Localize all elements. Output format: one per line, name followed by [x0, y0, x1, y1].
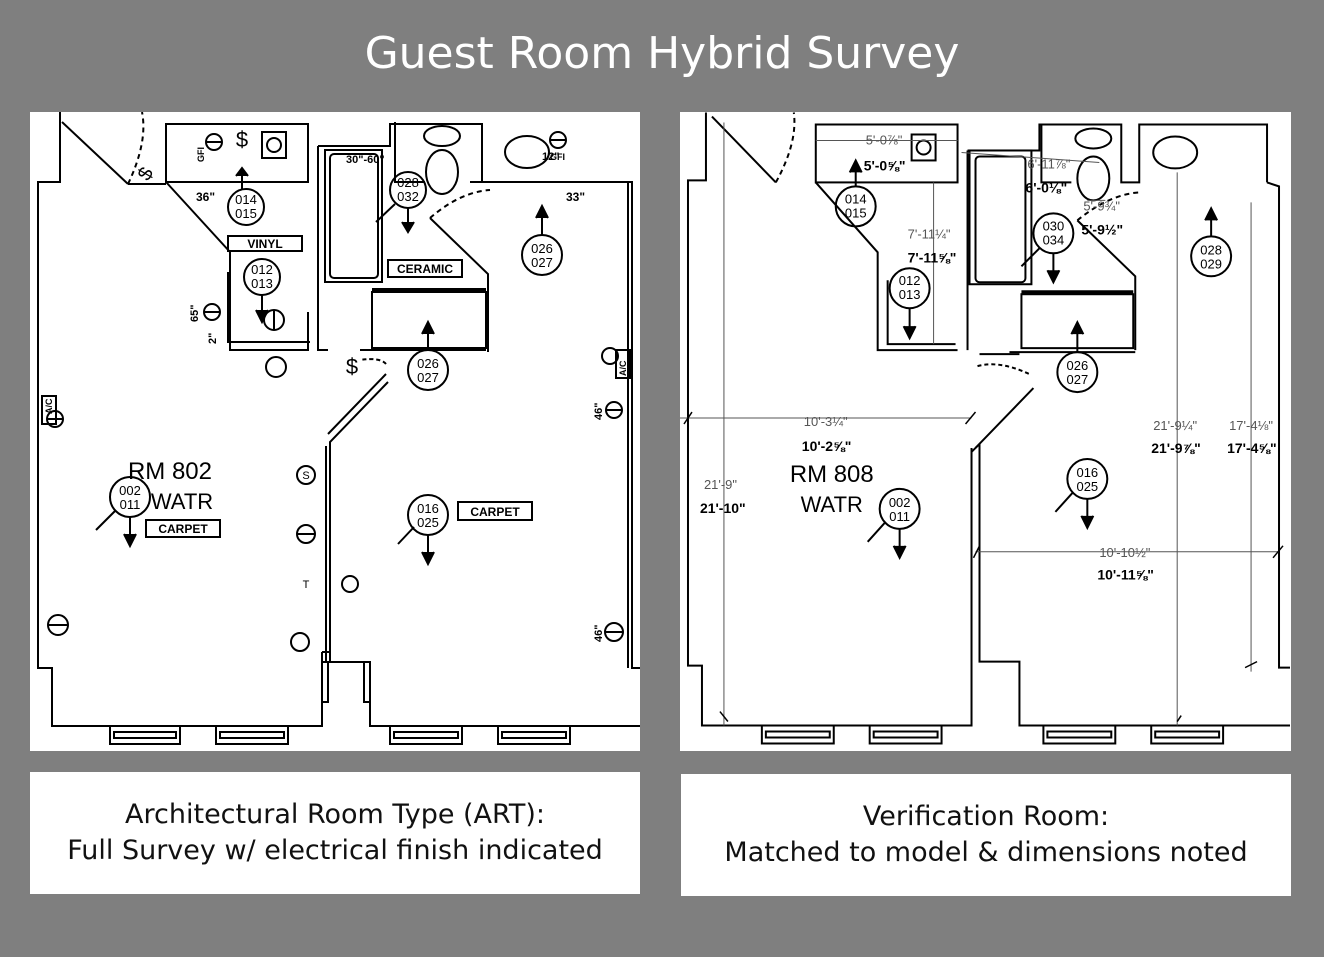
verification-floor-plan: RM 808 WATR 014 015 030 034 012 013 028 …: [680, 112, 1291, 751]
photo-tag-bottom: 011: [889, 509, 910, 524]
art-floor-plan: RM 802 WATR VINYL CERAMIC CARPET CARPET …: [30, 112, 640, 751]
dimension-model-label: 10'-10½": [1099, 545, 1150, 560]
vinyl-finish-label: VINYL: [247, 237, 282, 251]
art-caption-line-2: Full Survey w/ electrical finish indicat…: [67, 835, 603, 866]
dimension-label: 65": [189, 305, 201, 322]
photo-tag-top: 012: [251, 262, 273, 277]
page-title: Guest Room Hybrid Survey: [364, 28, 960, 79]
photo-tag-bottom: 027: [531, 255, 553, 270]
verification-caption-line-1: Verification Room:: [862, 801, 1110, 832]
dimension-model-label: 21'-9": [704, 477, 737, 492]
photo-tag-top: 014: [845, 191, 867, 206]
dimension-label: 2": [207, 333, 219, 344]
photo-tag-bottom: 013: [251, 276, 273, 291]
dimension-label: 46": [593, 625, 605, 642]
dimension-field-label: 5'-0⅝": [864, 157, 906, 173]
photo-tag-top: 026: [1067, 358, 1089, 373]
switch-symbol: S: [302, 470, 309, 482]
dimension-model-label: 5'-0⅞": [866, 132, 903, 147]
photo-tag-bottom: 013: [899, 287, 921, 302]
dimension-field-label: 5'-9½": [1081, 221, 1123, 237]
ac-unit-label: A/C: [44, 398, 54, 414]
ceramic-finish-label: CERAMIC: [397, 262, 453, 276]
photo-tag-top: 026: [417, 356, 439, 371]
carpet-finish-label: CARPET: [158, 522, 208, 536]
dimension-label: 12": [542, 151, 559, 163]
photo-tag-top: 002: [119, 483, 141, 498]
photo-tag-top: 028: [397, 175, 419, 190]
switch-dollar-symbol: $: [134, 164, 159, 185]
dimension-label: 33": [566, 190, 585, 204]
photo-tag-top: 028: [1200, 242, 1222, 257]
photo-tag-top: 014: [235, 192, 257, 207]
dimension-label: 46": [593, 403, 605, 420]
dimension-model-label: 10'-3¼": [804, 414, 848, 429]
room-number-label: RM 808: [790, 461, 874, 488]
photo-tag-bottom: 034: [1043, 232, 1065, 247]
dimension-field-label: 17'-4⅝": [1227, 440, 1277, 456]
dimension-field-label: 21'-10": [700, 500, 746, 516]
verification-plan-labels: RM 808 WATR 014 015 030 034 012 013 028 …: [700, 132, 1277, 583]
photo-tag-bottom: 027: [417, 370, 439, 385]
photo-tag-bottom: 025: [417, 515, 439, 530]
photo-tag-bottom: 015: [845, 205, 867, 220]
photo-tag-top: 012: [899, 273, 921, 288]
room-use-label: WATR: [151, 489, 213, 514]
photo-tag-top: 030: [1043, 218, 1065, 233]
verification-caption: Verification Room: Matched to model & di…: [681, 774, 1291, 896]
verification-floor-plan-drawing: [680, 112, 1290, 745]
art-caption: Architectural Room Type (ART): Full Surv…: [30, 772, 640, 894]
art-caption-line-1: Architectural Room Type (ART):: [125, 799, 545, 830]
switch-dollar-symbol: $: [236, 127, 248, 152]
photo-tag-bottom: 025: [1077, 479, 1099, 494]
dimension-model-label: 5'-9¾": [1083, 198, 1120, 213]
photo-tag-bottom: 032: [397, 189, 419, 204]
room-use-label: WATR: [801, 492, 863, 517]
dimension-field-label: 6'-0⅛": [1025, 179, 1067, 195]
dimension-field-label: 10'-11⅝": [1097, 567, 1154, 583]
carpet-finish-label: CARPET: [470, 505, 520, 519]
photo-tag-top: 002: [889, 495, 911, 510]
ac-unit-label: A/C: [618, 360, 628, 376]
art-plan-labels: RM 802 WATR VINYL CERAMIC CARPET CARPET …: [44, 127, 628, 642]
photo-tag-bottom: 015: [235, 206, 257, 221]
photo-tag-bottom: 027: [1067, 372, 1089, 387]
art-floor-plan-drawing: [37, 112, 640, 745]
dimension-model-label: 6'-11⅞": [1027, 156, 1070, 171]
photo-tag-top: 016: [417, 501, 439, 516]
photo-tag-top: 016: [1077, 465, 1099, 480]
dimension-model-label: 21'-9¼": [1153, 418, 1197, 433]
switch-dollar-symbol: $: [346, 354, 358, 379]
thermostat-symbol: T: [303, 579, 310, 591]
dimension-model-label: 17'-4⅛": [1229, 418, 1273, 433]
photo-tag-bottom: 029: [1200, 256, 1222, 271]
dimension-field-label: 10'-2⅝": [802, 438, 852, 454]
gfi-outlet-label: GFI: [196, 147, 206, 162]
verification-caption-line-2: Matched to model & dimensions noted: [724, 837, 1248, 868]
dimension-field-label: 21'-9⅞": [1151, 440, 1201, 456]
gfi-outlet-label: GFI: [550, 152, 565, 162]
dimension-label: 36": [196, 190, 215, 204]
dimension-field-label: 7'-11⅝": [908, 249, 957, 265]
photo-tag-top: 026: [531, 241, 553, 256]
room-number-label: RM 802: [128, 458, 212, 485]
dimension-model-label: 7'-11¼": [908, 226, 951, 241]
photo-tag-bottom: 011: [120, 497, 141, 512]
dimension-label: 30"-60": [346, 154, 385, 166]
